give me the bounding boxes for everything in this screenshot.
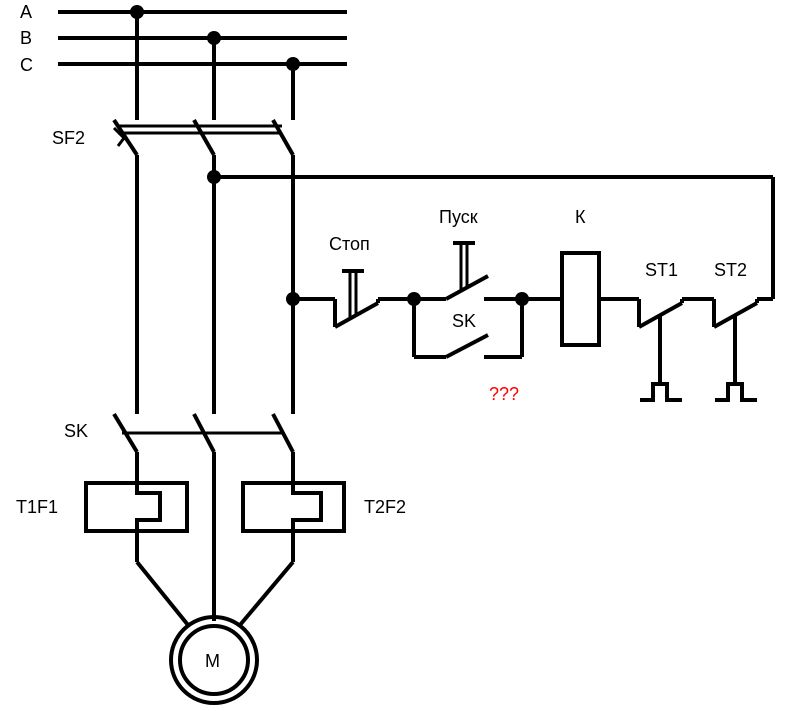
sk-power-contacts xyxy=(112,412,295,454)
start-button xyxy=(414,241,522,301)
power-lines xyxy=(135,155,295,414)
limit-switch-st2 xyxy=(712,299,759,402)
label-start: Пуск xyxy=(439,207,478,227)
sk-hold-contact xyxy=(412,299,524,359)
label-phase-a: A xyxy=(20,2,32,22)
label-phase-c: C xyxy=(20,55,33,75)
label-st1: ST1 xyxy=(645,260,678,280)
label-question: ??? xyxy=(489,384,519,404)
breaker-sf2 xyxy=(112,12,295,157)
label-motor: M xyxy=(205,651,220,671)
label-stop: Стоп xyxy=(329,234,370,254)
label-sk-control: SK xyxy=(452,311,476,331)
label-coil: К xyxy=(575,207,586,227)
stop-button xyxy=(333,269,414,329)
label-phase-b: B xyxy=(20,28,32,48)
label-sk-power: SK xyxy=(64,421,88,441)
label-t1f1: T1F1 xyxy=(16,497,58,517)
coil-k xyxy=(522,251,639,347)
label-sf2: SF2 xyxy=(52,128,85,148)
motor xyxy=(135,560,295,705)
phase-buses xyxy=(58,5,347,71)
limit-switch-st1 xyxy=(637,297,714,402)
label-st2: ST2 xyxy=(714,260,747,280)
label-t2f2: T2F2 xyxy=(364,497,406,517)
control-circuit: Стоп Пуск SK ??? К xyxy=(207,170,775,404)
